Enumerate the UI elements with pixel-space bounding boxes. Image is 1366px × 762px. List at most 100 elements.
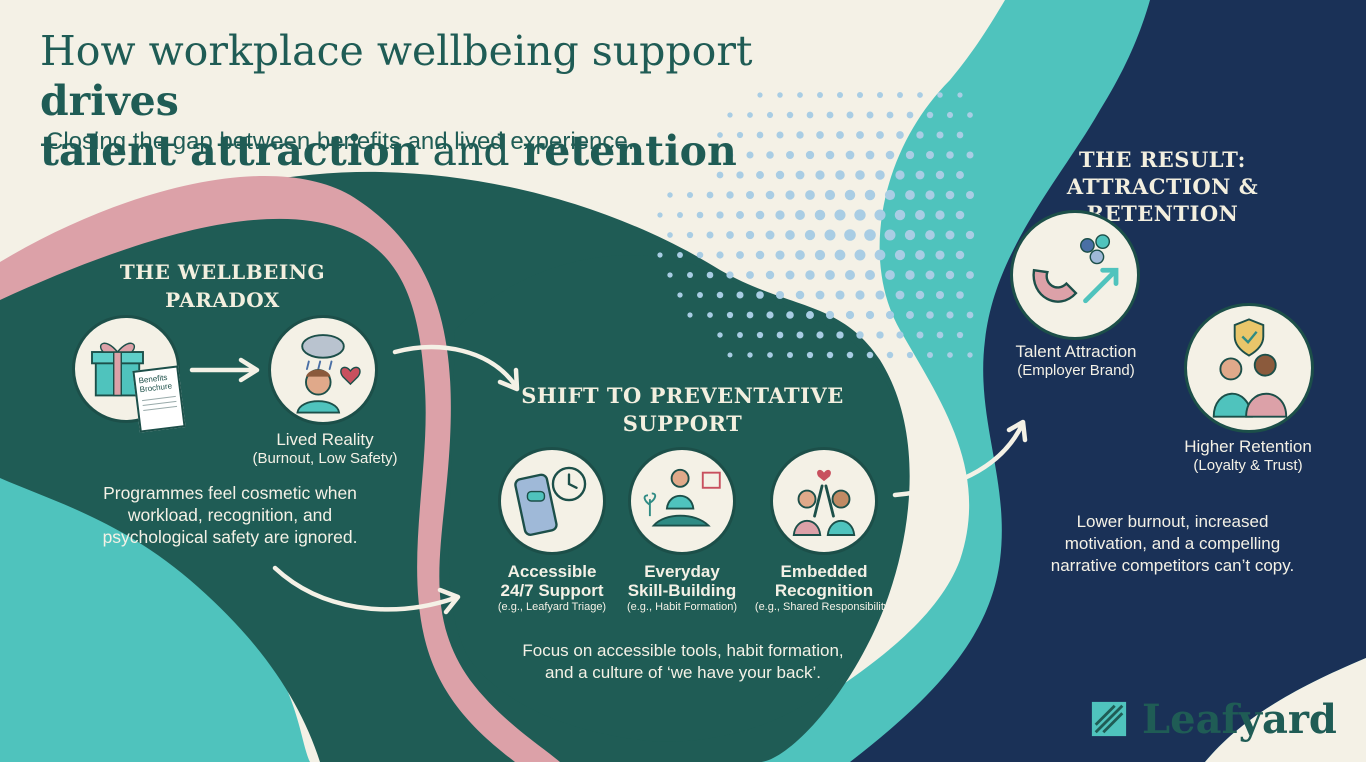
- dot: [945, 270, 955, 280]
- dot: [786, 151, 794, 159]
- dot: [895, 170, 905, 180]
- dot: [835, 170, 845, 180]
- support-circle: [498, 447, 606, 555]
- dot: [775, 290, 785, 300]
- dot: [885, 150, 895, 160]
- dot: [775, 250, 785, 260]
- dot: [805, 270, 815, 280]
- dot: [767, 352, 773, 358]
- dot: [947, 352, 953, 358]
- dot: [957, 92, 963, 98]
- dot: [845, 270, 855, 280]
- dot: [804, 229, 816, 241]
- dot: [885, 310, 895, 320]
- dot: [926, 111, 934, 119]
- dot: [935, 210, 945, 220]
- dot: [896, 131, 904, 139]
- dot: [825, 310, 835, 320]
- attraction-circle: [1010, 210, 1140, 340]
- dot: [965, 230, 975, 240]
- dot: [757, 92, 763, 98]
- dot: [856, 91, 864, 99]
- dot: [906, 311, 914, 319]
- dot: [816, 331, 824, 339]
- dot: [895, 290, 905, 300]
- dot: [926, 311, 934, 319]
- lived-reality-subtitle: (Burnout, Low Safety): [252, 450, 398, 467]
- dot: [865, 270, 875, 280]
- dot: [677, 252, 683, 258]
- dot: [756, 331, 764, 339]
- skill-label-line1: Everyday: [644, 562, 720, 581]
- dot: [865, 310, 875, 320]
- dot: [785, 190, 795, 200]
- dot: [855, 290, 865, 300]
- title-bold-talent: talent attraction: [40, 127, 420, 175]
- pink-ribbon: [0, 176, 560, 762]
- brand-name: Leafyard: [1142, 696, 1337, 743]
- meditation-icon: [643, 468, 721, 527]
- dot: [836, 331, 844, 339]
- dot: [806, 351, 814, 359]
- dot: [925, 190, 935, 200]
- dot: [776, 331, 784, 339]
- dot: [806, 311, 814, 319]
- gift-icon: [91, 342, 144, 397]
- dot: [795, 210, 805, 220]
- dot: [965, 190, 975, 200]
- dot: [726, 311, 734, 319]
- dot: [894, 209, 906, 221]
- dot: [716, 291, 724, 299]
- dot: [945, 190, 955, 200]
- dot: [795, 250, 805, 260]
- dot: [946, 111, 954, 119]
- attraction-subtitle: (Employer Brand): [1017, 362, 1135, 379]
- dot: [845, 310, 855, 320]
- dot: [936, 131, 944, 139]
- shift-heading: SHIFT TO PREVENTATIVE SUPPORT: [520, 382, 845, 438]
- dot: [865, 150, 875, 160]
- dot: [805, 150, 815, 160]
- dot: [727, 352, 733, 358]
- dot: [706, 191, 714, 199]
- dot: [926, 151, 934, 159]
- dot: [755, 250, 765, 260]
- dot: [956, 171, 964, 179]
- dot: [716, 251, 724, 259]
- dot: [765, 190, 775, 200]
- dot: [817, 92, 823, 98]
- arrow-to-shift-top: [392, 344, 520, 392]
- retention-label: Higher Retention (Loyalty & Trust): [1162, 437, 1334, 475]
- dot: [966, 151, 974, 159]
- result-paragraph-line1: Lower burnout, increased: [1076, 512, 1269, 531]
- dot: [874, 249, 886, 261]
- dot: [955, 210, 965, 220]
- dot: [935, 250, 945, 260]
- lived-reality-title: Lived Reality: [276, 430, 374, 449]
- recognition-circle: [770, 447, 878, 555]
- support-label-example: (e.g., Leafyard Triage): [497, 601, 607, 613]
- high-five-icon: [792, 469, 856, 536]
- dot: [745, 230, 755, 240]
- dot: [834, 249, 846, 261]
- dot: [756, 131, 764, 139]
- dot: [967, 352, 973, 358]
- dot: [747, 112, 753, 118]
- dot: [876, 331, 884, 339]
- dot: [884, 229, 896, 241]
- dot: [956, 131, 964, 139]
- dot: [815, 170, 825, 180]
- phone-clock-icon: [514, 466, 587, 536]
- dot: [864, 229, 876, 241]
- dot: [844, 189, 856, 201]
- dot: [765, 270, 775, 280]
- dot: [797, 92, 803, 98]
- result-paragraph: Lower burnout, increased motivation, and…: [1025, 511, 1320, 577]
- dot: [856, 331, 864, 339]
- dot: [707, 312, 713, 318]
- dot: [825, 270, 835, 280]
- dot: [736, 211, 744, 219]
- result-heading-line1: THE RESULT:: [1079, 147, 1246, 172]
- dot: [956, 331, 964, 339]
- dot: [765, 230, 775, 240]
